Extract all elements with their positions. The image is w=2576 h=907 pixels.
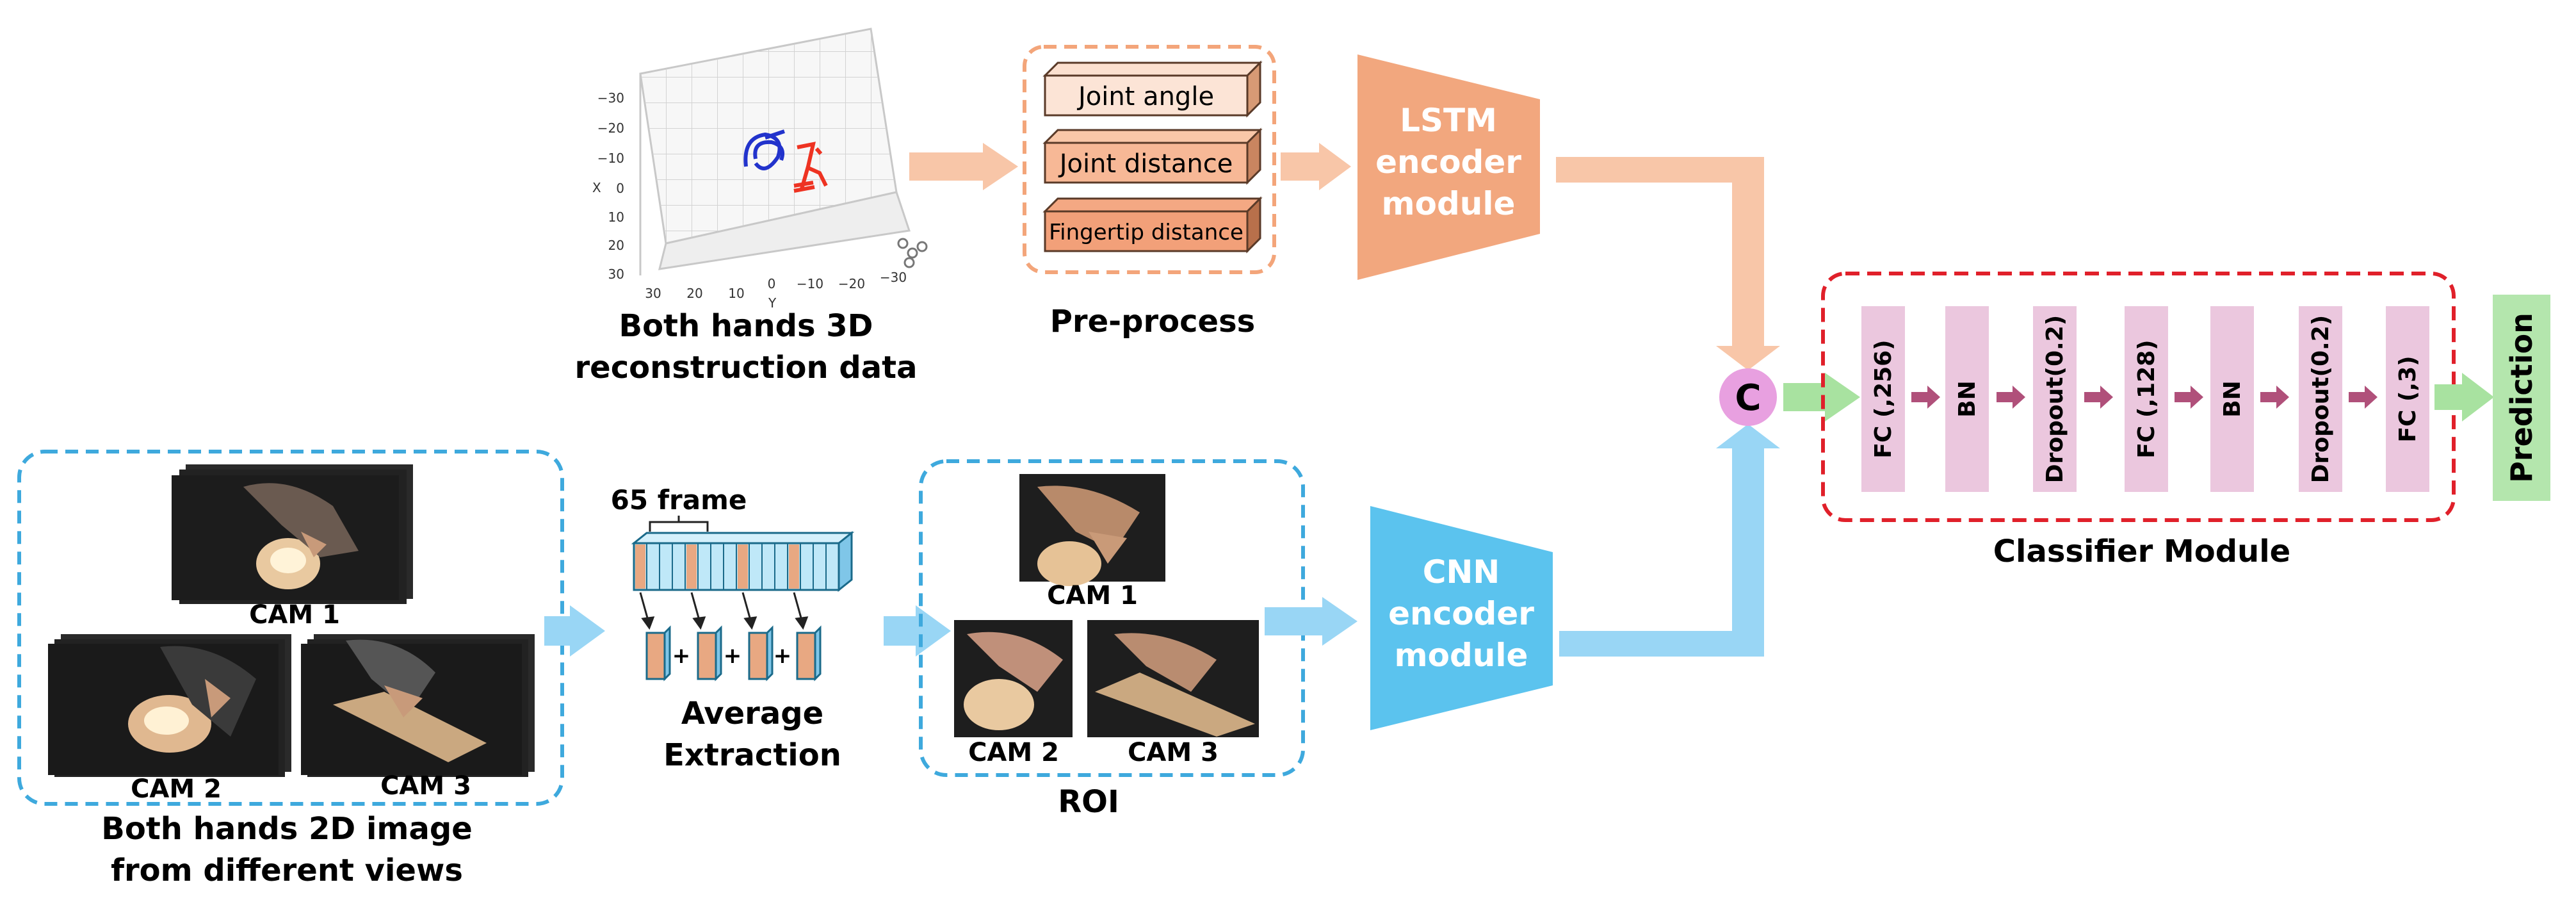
prediction-box [2493,295,2550,501]
x-tick: 10 [728,286,744,301]
frames-label: 65 frame [611,484,747,516]
roi-cam1-label: CAM 1 [1047,581,1138,610]
layer-fc-128 [2125,306,2168,492]
roi-caption: ROI [1058,784,1119,820]
y-tick: −30 [597,90,624,106]
plus-sign: + [724,643,742,669]
cam3-view-stack [301,634,535,777]
preprocess-item-fingertip-distance: Fingertip distance [1042,196,1263,254]
arrow-cnn-to-concat [1559,424,1780,657]
classifier-small-arrows [1911,386,2378,409]
x-tick: 0 [768,276,776,291]
cnn-label-line2: encoder [1388,595,1534,632]
x-tick: −30 [880,270,907,285]
preprocess-item-joint-distance: Joint distance [1042,127,1263,185]
frames-bracket [649,516,709,532]
joint-angle-label: Joint angle [1076,82,1214,111]
classifier-layers: FC (,256) BN Dropout(0.2) FC (,128) BN D… [1861,306,2429,492]
frame-sampling-arrows [639,592,809,630]
layer-dropout [2033,306,2077,492]
preprocess-caption: Pre-process [1050,304,1255,339]
cnn-encoder-module [1370,506,1553,730]
preprocess-dashed-frame [1023,45,1276,274]
concat-node [1719,368,1777,426]
arrow-preprocess-to-lstm [1281,143,1351,190]
y-tick: −10 [597,151,624,166]
views-caption-line1: Both hands 2D image [101,811,473,847]
cam2-view-stack [48,634,291,777]
x-tick: 30 [645,286,661,301]
arrow-views-to-frames [544,605,605,657]
lstm-label-line2: encoder [1375,143,1521,181]
plot-y-axis-letter: X [592,180,601,195]
arrow-roi-to-cnn [1265,597,1357,646]
reconstruction-caption-line1: Both hands 3D [619,308,873,344]
concat-symbol: C [1735,377,1761,419]
roi-cam3-crop [1087,620,1259,737]
arrow-frames-to-roi [884,605,951,657]
lstm-encoder-module [1357,54,1540,280]
x-tick: −10 [797,276,823,291]
roi-cam2-crop [954,620,1073,737]
roi-cam2-label: CAM 2 [968,738,1059,767]
classifier-caption: Classifier Module [1993,534,2290,569]
arrow-lstm-to-concat [1556,157,1780,370]
y-tick: −20 [597,120,624,136]
preprocess-item-joint-angle: Joint angle [1042,60,1263,118]
layer-label: Dropout(0.2) [2042,315,2068,483]
y-tick: 20 [608,238,624,253]
roi-cam3-label: CAM 3 [1128,738,1219,767]
layer-dropout [2299,306,2342,492]
roi-cam1-crop [1019,474,1165,586]
plus-sign: + [672,643,691,669]
layer-label: FC (,256) [1870,339,1897,458]
average-extraction-line1: Average [681,696,823,731]
layer-bn [2210,306,2254,492]
layer-label: BN [1954,380,1981,418]
layer-label: BN [2219,380,2246,418]
average-extraction-line2: Extraction [663,737,841,773]
x-tick: −20 [838,276,865,291]
plot-x-tick-labels: 30 20 10 0 −10 −20 −30 [645,270,907,301]
joint-distance-label: Joint distance [1058,149,1233,179]
x-tick: 20 [686,286,702,301]
views-caption-line2: from different views [111,853,463,888]
sampled-frames [645,625,822,682]
y-tick: 10 [608,209,624,225]
plus-sign: + [774,643,792,669]
cam1-label: CAM 1 [249,600,340,630]
plot-x-axis-letter: Y [768,295,777,311]
cam1-view-stack [172,464,413,604]
fingertip-distance-label: Fingertip distance [1049,220,1243,245]
cnn-label-line1: CNN [1423,553,1500,591]
lstm-label-line1: LSTM [1400,102,1497,139]
hand-3d-plot: −30 −20 −10 0 10 20 30 X 30 20 10 0 −10 … [592,28,928,311]
layer-label: FC (,128) [2134,339,2160,458]
cam3-label: CAM 3 [380,771,471,801]
right-hand-trajectory [793,142,828,193]
reconstruction-caption-line2: reconstruction data [575,350,918,386]
cam2-label: CAM 2 [131,774,222,804]
arrow-classifier-to-prediction [2434,373,2494,421]
arrow-3d-to-preprocess [909,143,1018,190]
lstm-label-line3: module [1382,185,1516,222]
frame-sequence [631,530,855,592]
layer-bn [1945,306,1989,492]
y-tick: 0 [616,181,624,196]
plot-y-tick-labels: −30 −20 −10 0 10 20 30 [597,90,624,282]
plot-z-axis-ticks [897,238,928,268]
cnn-label-line3: module [1395,637,1528,674]
left-hand-trajectory [743,129,785,170]
prediction-label: Prediction [2504,313,2539,483]
y-tick: 30 [608,266,624,282]
layer-fc-256 [1861,306,1905,492]
layer-label: Dropout(0.2) [2308,315,2334,483]
layer-label: FC (,3) [2395,355,2421,442]
layer-fc-3 [2386,306,2429,492]
